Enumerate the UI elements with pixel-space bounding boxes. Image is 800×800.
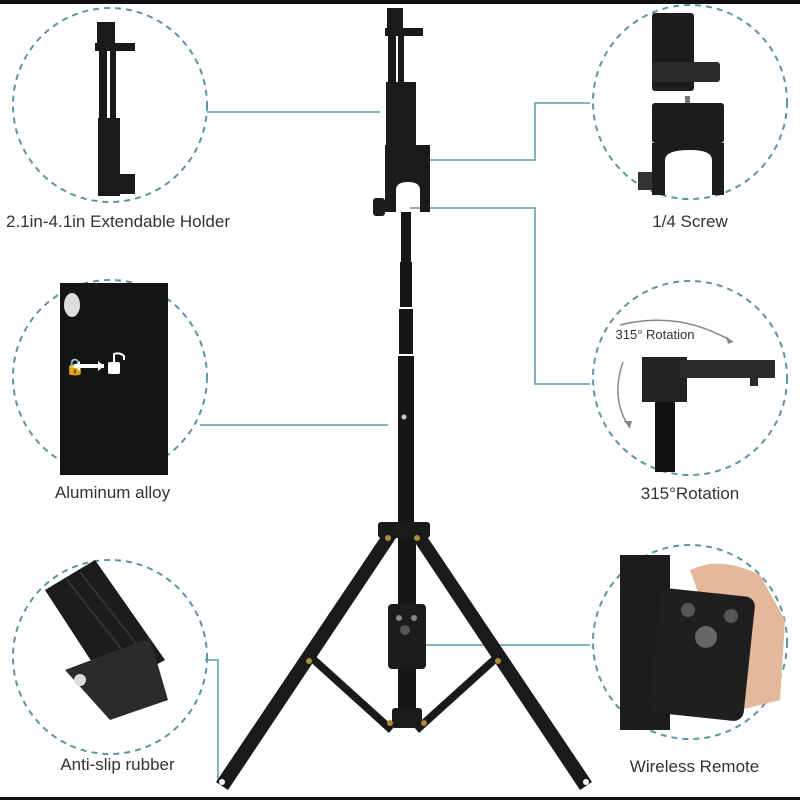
rubber-foot-image: [45, 560, 168, 720]
label-wireless-remote: Wireless Remote: [629, 757, 760, 776]
connector-screw: [427, 102, 590, 161]
holder-image: [95, 22, 135, 196]
alloy-image: 🔒: [60, 283, 168, 475]
label-extendable-holder: 2.1in-4.1in Extendable Holder: [6, 212, 230, 231]
label-aluminum-alloy: Aluminum alloy: [54, 483, 171, 502]
label-screw: 1/4 Screw: [652, 212, 728, 231]
connector-rubber: [205, 659, 219, 780]
circle-rubber: [12, 559, 208, 755]
tripod-image: [216, 8, 592, 790]
callout-circles: [12, 4, 788, 755]
rotation-inner-label: 315° Rotation: [616, 327, 695, 342]
circle-alloy: [12, 279, 208, 475]
circle-rotation: [592, 280, 788, 476]
screw-image: [638, 13, 724, 195]
bottom-border: [0, 797, 800, 800]
circle-remote: [592, 544, 788, 740]
label-rotation: 315°Rotation: [640, 484, 740, 503]
circle-holder: [12, 7, 208, 203]
remote-image: [620, 555, 785, 730]
rotation-image: [617, 319, 775, 472]
top-border: [0, 0, 800, 4]
circle-screw: [592, 4, 788, 200]
label-anti-slip-rubber: Anti-slip rubber: [60, 755, 175, 774]
connector-rotation: [410, 207, 590, 385]
connector-lines: [200, 102, 590, 780]
